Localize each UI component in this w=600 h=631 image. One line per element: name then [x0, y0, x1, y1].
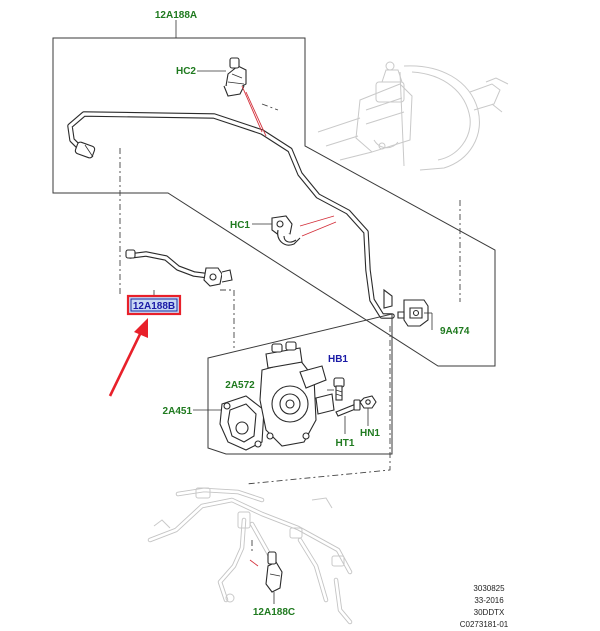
red-arrow-head: [134, 318, 148, 338]
callout-ht1[interactable]: HT1: [336, 438, 355, 449]
callout-leaders: [153, 20, 433, 604]
callout-12a188a[interactable]: 12A188A: [155, 10, 197, 21]
red-arrow-shaft: [108, 329, 144, 397]
main-vacuum-hose: [67, 111, 395, 319]
lower-hose-connector: [265, 551, 283, 593]
callout-9a474[interactable]: 9A474: [440, 326, 470, 337]
callout-12a188b[interactable]: 12A188B: [133, 301, 175, 312]
callout-labels: 12A188A HC2 HC1 9A474 12A188B HB1 2A572 …: [133, 10, 470, 618]
reference-line-2: 33-2016: [474, 596, 504, 605]
nut-hn1: [359, 395, 377, 409]
callout-hc1[interactable]: HC1: [230, 220, 250, 231]
vacuum-pump-frame: [207, 313, 393, 455]
reference-line-4: C0273181-01: [460, 620, 509, 629]
highlight-marker: [108, 294, 182, 397]
callout-hb1[interactable]: HB1: [328, 354, 348, 365]
hose-assembly-frame: [52, 37, 496, 367]
callout-2a451[interactable]: 2A451: [163, 406, 193, 417]
callout-2a572[interactable]: 2A572: [225, 380, 255, 391]
stud-ht1: [335, 399, 361, 417]
highlight-box: [126, 294, 182, 316]
bolt-hb1: [333, 377, 345, 401]
callout-hc2[interactable]: HC2: [176, 66, 196, 77]
clip-hc1: [271, 215, 301, 246]
brake-booster-illustration: [317, 61, 509, 171]
small-vacuum-hose: [125, 249, 233, 287]
reference-line-3: 30DDTX: [474, 608, 505, 617]
callout-12a188c[interactable]: 12A188C: [253, 607, 295, 618]
vacuum-pump-2a451: [259, 341, 335, 447]
exploded-view-lines: [119, 103, 461, 554]
engine-harness-illustration: [147, 487, 353, 625]
connector-9a474: [397, 299, 429, 327]
gasket-2a572: [219, 395, 265, 451]
clip-hc2: [223, 57, 247, 97]
callout-hn1[interactable]: HN1: [360, 428, 380, 439]
reference-line-1: 3030825: [473, 584, 505, 593]
reference-block: 3030825 33-2016 30DDTX C0273181-01: [460, 584, 509, 629]
